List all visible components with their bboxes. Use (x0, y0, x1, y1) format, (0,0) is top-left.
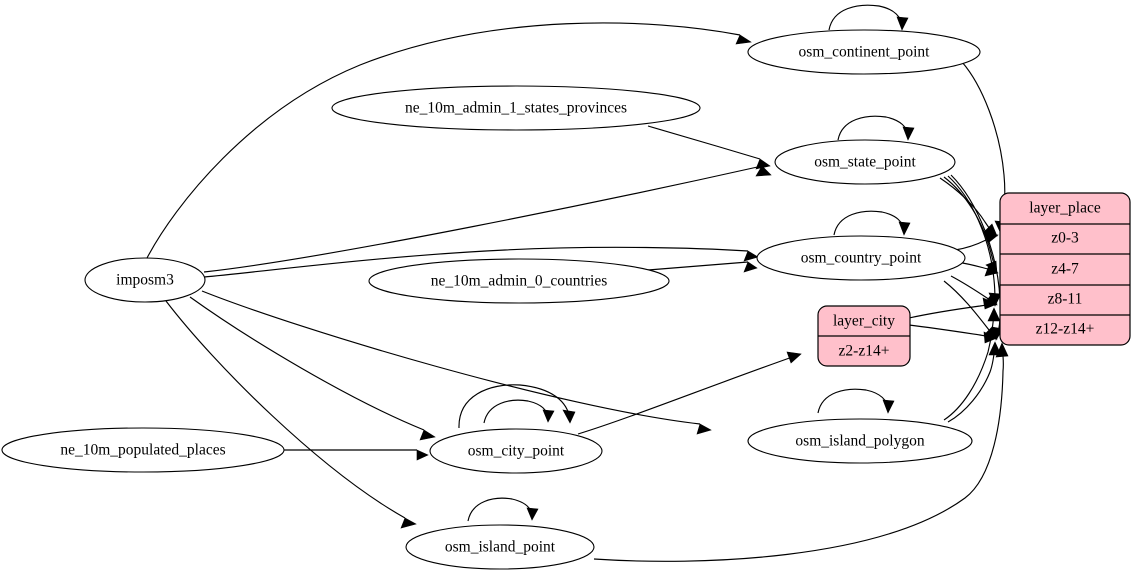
node-ne_10m_admin_0_countries[interactable]: ne_10m_admin_0_countries (368, 258, 670, 304)
node-imposm3[interactable]: imposm3 (84, 257, 206, 303)
node-osm_state_point[interactable]: osm_state_point (774, 139, 956, 185)
node-label-osm_city_point: osm_city_point (468, 443, 565, 460)
edge-osm_island_point-to-layer_place-z12-z14 (593, 342, 1009, 562)
node-ne_10m_populated_places[interactable]: ne_10m_populated_places (1, 427, 285, 473)
node-label-ne_countries: ne_10m_admin_0_countries (431, 273, 608, 290)
edge-osm_country_point-to-layer_place-z8-11 (950, 275, 998, 306)
edge-self-osm_continent_point (828, 4, 909, 31)
record-row-layer_place-1[interactable]: z4-7 (1051, 261, 1079, 278)
edge-ne_countries-to-osm_country_point (647, 261, 758, 273)
node-label-osm_island_point: osm_island_point (445, 539, 556, 556)
node-label-osm_state_point: osm_state_point (814, 154, 916, 171)
record-row-layer_place-0[interactable]: z0-3 (1051, 230, 1079, 247)
edge-layer_city-to-layer_place-z8-11 (908, 297, 998, 319)
node-ne_10m_admin_1_states_provinces[interactable]: ne_10m_admin_1_states_provinces (331, 85, 701, 131)
record-layer_place[interactable]: layer_place z0-3 z4-7 z8-11 z12-z14+ (999, 192, 1131, 346)
node-label-ne_populated: ne_10m_populated_places (60, 442, 225, 459)
node-label-osm_country_point: osm_country_point (801, 250, 922, 267)
edge-layer (146, 4, 1009, 562)
edge-imposm3-to-osm_country_point (203, 246, 759, 278)
node-label-osm_continent_point: osm_continent_point (799, 44, 931, 61)
node-osm_continent_point[interactable]: osm_continent_point (747, 29, 981, 75)
edge-osm_island_polygon-to-layer_place-z8-11 (943, 307, 1001, 421)
edge-self-osm_city_point-outer (458, 384, 576, 429)
edge-imposm3-to-osm_island_point (165, 300, 417, 529)
edge-osm_state_point-to-layer_place-z0-3 (939, 177, 998, 237)
edge-osm_state_point-to-layer_place-z8-11 (947, 175, 1002, 307)
edge-osm_city_point-to-layer_city (577, 351, 802, 435)
node-osm_country_point[interactable]: osm_country_point (756, 235, 966, 281)
node-layer: osm_continent_point ne_10m_admin_1_state… (1, 29, 981, 570)
record-row-layer_place-2[interactable]: z8-11 (1048, 291, 1083, 308)
edge-osm_country_point-to-layer_place-z0-3 (954, 231, 999, 251)
edge-ne_states-to-osm_state_point (647, 125, 771, 170)
edge-self-osm_state_point (837, 115, 915, 141)
record-row-layer_city-0[interactable]: z2-z14+ (839, 343, 890, 360)
edge-imposm3-to-osm_state_point (203, 165, 772, 273)
node-label-imposm3: imposm3 (116, 272, 174, 289)
edge-self-osm_island_polygon (817, 388, 895, 414)
edge-self-osm_island_point (467, 497, 539, 522)
edge-imposm3-to-osm_city_point (189, 296, 436, 441)
edge-self-osm_city_point-inner (483, 399, 555, 424)
record-layer: layer_place z0-3 z4-7 z8-11 z12-z14+ lay… (817, 192, 1131, 367)
edge-osm_country_point-to-layer_place-z4-7 (956, 261, 999, 277)
edge-imposm3-to-osm_continent_point (146, 22, 752, 259)
record-header-layer_city: layer_city (833, 313, 895, 330)
node-osm_island_polygon[interactable]: osm_island_polygon (747, 418, 973, 464)
record-layer_city[interactable]: layer_city z2-z14+ (817, 305, 911, 367)
node-osm_island_point[interactable]: osm_island_point (405, 524, 595, 570)
node-label-osm_island_polygon: osm_island_polygon (795, 433, 924, 450)
record-row-layer_place-3[interactable]: z12-z14+ (1036, 321, 1095, 338)
record-header-layer_place: layer_place (1029, 200, 1101, 217)
edge-imposm3-to-osm_island_polygon (201, 290, 712, 435)
edge-ne_populated-to-osm_city_point (283, 449, 429, 461)
edge-layer_city-to-layer_place-z12-z14 (908, 324, 998, 344)
node-osm_city_point[interactable]: osm_city_point (429, 428, 603, 474)
edge-self-osm_country_point (833, 210, 911, 236)
node-label-ne_states: ne_10m_admin_1_states_provinces (405, 100, 627, 117)
